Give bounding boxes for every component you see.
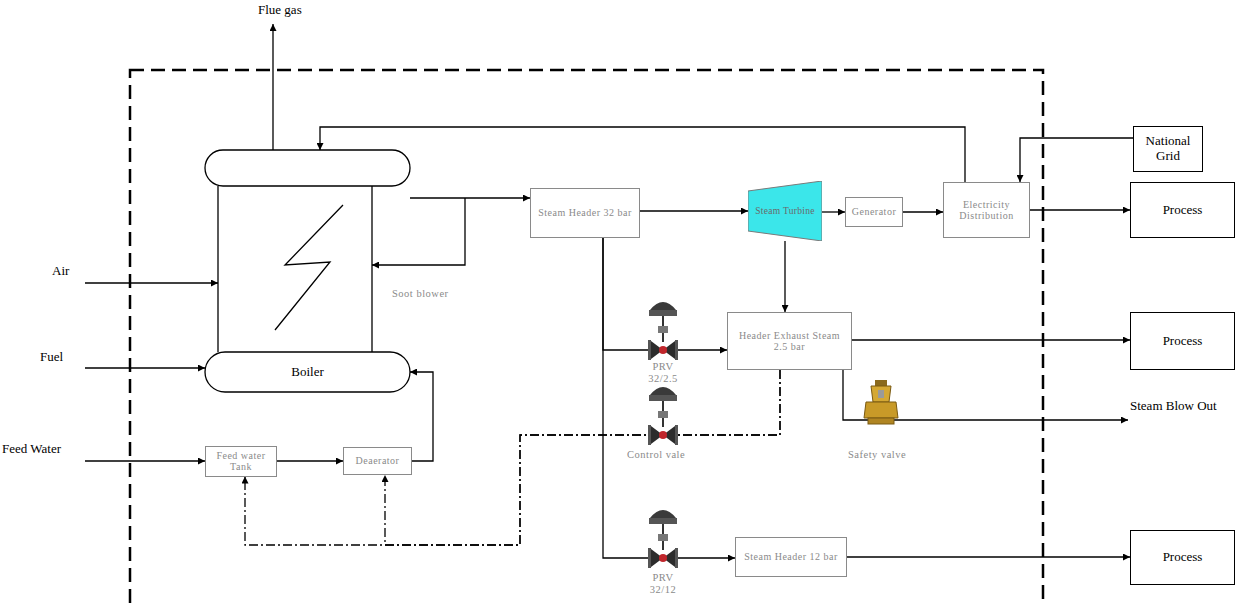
process-streams [85,24,1128,461]
header-box: Steam Header 32 bar [530,188,640,238]
node-text: Steam Header 32 bar [538,207,632,219]
system-boundary [130,70,1043,605]
pipe-connector [277,460,343,461]
pipe-connector [603,238,735,558]
node-text: Electricity Distribution [947,199,1026,222]
distribution-box: Electricity Distribution [943,182,1030,238]
header-box: Steam Header 12 bar [735,537,847,577]
annotation-label: Flue gas [258,3,302,18]
pipe-connector [852,339,1130,340]
pipe-connector [640,210,748,211]
node-text: Process [1163,550,1203,565]
node-text: National Grid [1137,134,1199,164]
pipe-connector [903,211,943,212]
deaerator-box: Deaerator [343,447,412,475]
node-text: Boiler [291,365,324,380]
annotation-label: PRV 32/2.5 [638,361,688,385]
steam-turbine: Steam Turbine [748,181,822,241]
boiler: Boiler [205,150,410,392]
control-signal-line [245,370,780,545]
tank-box: Feed water Tank [205,446,277,477]
annotation-label: Steam Blow Out [1130,399,1217,414]
safety-valve-symbol [864,380,898,424]
pipe-connector [847,556,1130,557]
generator-box: Generator [845,197,903,227]
process-box: Process [1130,182,1235,238]
node-text: Process [1163,203,1203,218]
pipe-connector [320,127,965,182]
control-valve-symbol [648,387,678,445]
annotation-label: Safety valve [848,449,906,461]
annotation-label: PRV 32/12 [638,572,688,596]
node-text: Steam Header 12 bar [744,551,838,563]
pipe-connector [1020,138,1133,182]
annotation-label: Fuel [40,350,63,365]
header-box: Header Exhaust Steam 2.5 bar [727,312,852,370]
node-text: Deaerator [356,455,400,467]
annotation-label: Control vale [627,449,685,461]
annotation-label: Air [52,264,69,279]
pipe-connector [784,241,785,312]
pipe-connector [1030,209,1130,210]
pipe-connector [603,238,727,350]
grid-box: National Grid [1133,126,1203,172]
node-text: Steam Turbine [755,206,815,217]
pipe-connector [410,372,433,461]
prv-valve-symbol [648,302,678,360]
pipe-connector [410,197,530,198]
node-text: Generator [852,206,896,218]
process-box: Process [1130,312,1235,370]
node-text: Header Exhaust Steam 2.5 bar [731,330,848,353]
annotation-label: Soot blower [392,288,449,300]
process-box: Process [1130,530,1235,585]
turbine-outline [748,181,822,241]
pipe-connector [822,211,845,212]
control-signal-line [385,370,780,545]
node-text: Feed water Tank [209,450,273,473]
annotation-label: Feed Water [2,442,61,457]
node-text: Process [1163,334,1203,349]
boiler-drawing [205,150,410,392]
prv-valve-symbol [648,510,678,568]
